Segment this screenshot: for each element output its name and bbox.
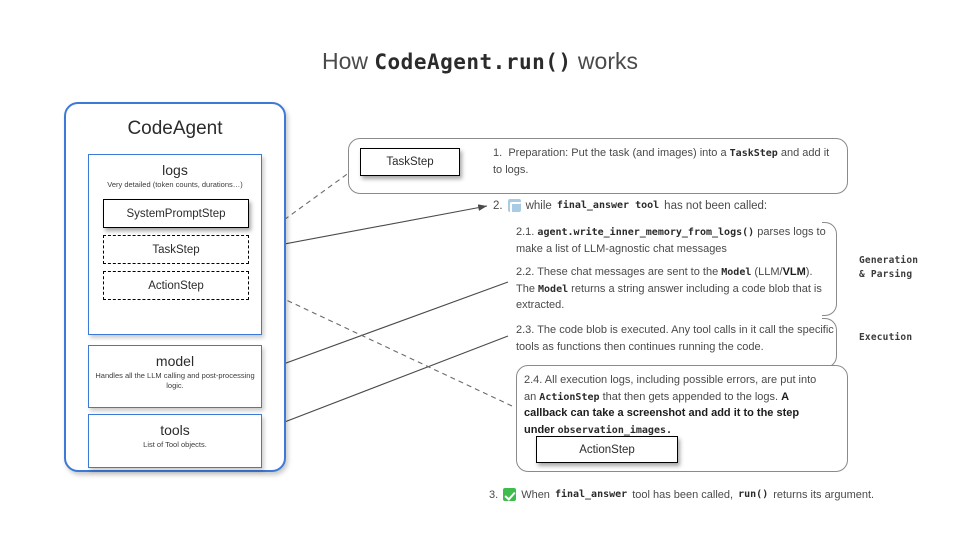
- substep-2-4-actionstep-node: ActionStep: [536, 436, 678, 463]
- sub21-code-a: agent.write_inner_memory_from_logs(): [537, 227, 755, 238]
- sub23-text-a: The code blob is executed. Any tool call…: [516, 324, 834, 353]
- step3-code-a: final_answer: [554, 489, 628, 500]
- step1-text-a: Preparation: Put the task (and images) i…: [508, 147, 730, 159]
- step2-text-a: while: [525, 199, 552, 212]
- step1-code-a: TaskStep: [729, 148, 778, 159]
- substep-2-3: 2.3. The code blob is executed. Any tool…: [516, 322, 834, 355]
- substep-2-1: 2.1. agent.write_inner_memory_from_logs(…: [516, 224, 834, 257]
- step2-line: 2. while final_answer tool has not been c…: [493, 199, 893, 214]
- agent-panel-title: CodeAgent: [127, 118, 223, 139]
- sub24-number: 2.4.: [524, 374, 543, 386]
- step2-text-b: has not been called:: [664, 199, 768, 212]
- step3-text-a: When: [521, 488, 550, 501]
- sub22-code-b: Model: [538, 283, 569, 295]
- sub24-code-b: observation_images.: [557, 425, 673, 437]
- sub22-text-d: returns a string answer including a code…: [516, 282, 822, 312]
- title-suffix: works: [571, 48, 638, 74]
- sub24-code-a: ActionStep: [539, 391, 600, 403]
- sub24-text-b: that then gets appended to the logs.: [599, 390, 782, 403]
- arrow-sub23-to-tools: [255, 335, 509, 434]
- step1-text-b: and add it to logs.: [493, 147, 830, 176]
- logs-title: logs: [162, 162, 188, 178]
- step2-number: 2.: [493, 199, 503, 212]
- substep-2-2: 2.2. These chat messages are sent to the…: [516, 264, 834, 314]
- step3-text-c: returns its argument.: [773, 488, 875, 501]
- step1-number: 1.: [493, 147, 503, 159]
- arrow-sub22-to-model: [255, 281, 509, 375]
- step3-number: 3.: [489, 488, 499, 501]
- sub22-bold-b: VLM: [782, 266, 806, 278]
- log-item-actionstep: ActionStep: [103, 271, 249, 300]
- title-prefix: How: [321, 48, 375, 74]
- sub22-text-b: (LLM/: [751, 266, 783, 278]
- sub24-bold-a: A callback can take a screenshot and add…: [524, 390, 800, 437]
- substep-2-4: 2.4. All execution logs, including possi…: [524, 372, 830, 439]
- sub22-text-c: ). The: [516, 266, 813, 295]
- step1-taskstep-node: TaskStep: [360, 148, 460, 176]
- model-box: model Handles all the LLM calling and po…: [88, 345, 262, 408]
- label-execution: Execution: [859, 332, 913, 343]
- sub23-number: 2.3.: [516, 324, 535, 336]
- title-code: CodeAgent.run(): [374, 50, 572, 74]
- sub22-text-a: These chat messages are sent to the: [534, 266, 722, 278]
- logs-subtitle: Very detailed (token counts, durations…): [107, 180, 243, 189]
- logs-box: logs Very detailed (token counts, durati…: [88, 154, 262, 335]
- tools-title: tools: [160, 422, 190, 438]
- step3-text-b: tool has been called,: [632, 488, 734, 501]
- sub21-text-a: parses logs to make a list of LLM-agnost…: [516, 226, 826, 255]
- log-item-systempromptstep: SystemPromptStep: [103, 199, 249, 228]
- step3-line: 3. When final_answer tool has been called…: [489, 488, 939, 501]
- model-subtitle: Handles all the LLM calling and post-pro…: [95, 371, 255, 391]
- tools-box: tools List of Tool objects.: [88, 414, 262, 468]
- sub22-code-a: Model: [721, 267, 752, 278]
- sub24-text-a: All execution logs, including possible e…: [524, 374, 817, 403]
- sub21-number: 2.1.: [516, 226, 535, 238]
- step3-code-b: run(): [738, 489, 769, 500]
- model-title: model: [155, 353, 195, 369]
- sub22-number: 2.2.: [516, 266, 535, 278]
- code-agent-panel: CodeAgent logs Very detailed (token coun…: [64, 102, 286, 472]
- page-title: How CodeAgent.run() works: [0, 48, 960, 75]
- label-generation-parsing: Generation & Parsing: [859, 255, 919, 281]
- step1-text: 1. Preparation: Put the task (and images…: [493, 145, 838, 178]
- log-item-taskstep: TaskStep: [103, 235, 249, 264]
- arrow-sub24-to-actionstep: [249, 282, 513, 407]
- loop-icon: [507, 199, 523, 214]
- check-icon: [503, 488, 517, 501]
- step2-code-a: final_answer tool: [556, 200, 660, 211]
- tools-subtitle: List of Tool objects.: [143, 440, 207, 449]
